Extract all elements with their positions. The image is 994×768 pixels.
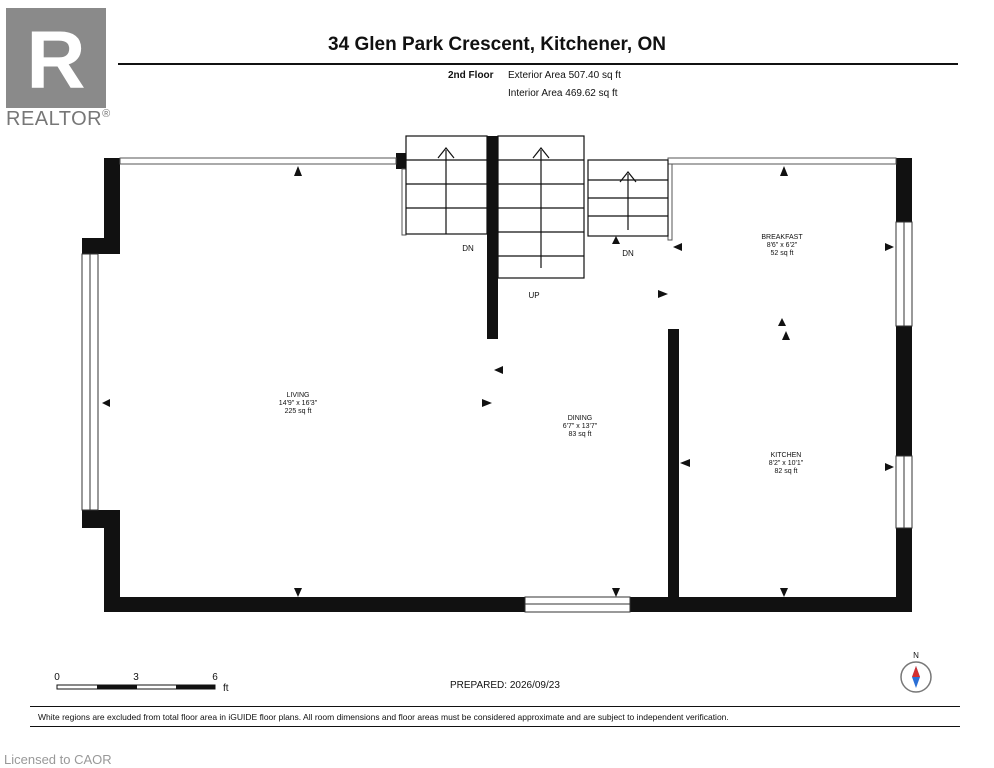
wall-stair-divider [487,136,498,339]
marker [494,366,503,374]
interior-area: Interior Area 469.62 sq ft [508,88,618,99]
marker [885,463,894,471]
wall-right-mid [896,326,912,456]
realtor-logo: R [6,8,106,108]
room-dims: 8'2" x 10'1" [769,460,804,467]
marker [612,236,620,244]
stair-up-label: UP [528,291,539,300]
staircase-right [587,159,669,237]
room-name: DINING [568,415,593,422]
wall-top-left [119,157,397,165]
scale-bar: 0 3 6 ft [54,672,229,694]
room-kitchen: KITCHEN 8'2" x 10'1" 82 sq ft [769,452,804,475]
wall-bottom-left [104,597,525,612]
wall-right-bottom [896,528,912,612]
compass-north-label: N [913,651,919,660]
wall-kitchen [668,329,679,599]
registered-mark: ® [102,108,111,120]
wall-right-top [896,158,912,222]
marker [658,290,668,298]
marker [294,166,302,176]
room-area: 225 sq ft [285,408,312,415]
staircase-left [405,135,488,235]
room-name: BREAKFAST [761,234,803,241]
marker [294,588,302,597]
scale-label-0: 0 [54,672,60,683]
prepared-date: PREPARED: 2026/09/23 [450,680,560,691]
license-text: Licensed to CAOR [4,752,112,767]
footer-divider-bottom [30,726,960,727]
windows [81,221,913,613]
marker [780,588,788,597]
room-name: KITCHEN [771,452,802,459]
wall-top-right [667,157,897,165]
room-name: LIVING [287,392,310,399]
disclaimer: White regions are excluded from total fl… [38,712,729,722]
marker [680,459,690,467]
exterior-area: Exterior Area 507.40 sq ft [508,70,621,81]
marker [673,243,682,251]
stair-down-label-right: DN [622,249,634,258]
wall-bottom-right [630,597,912,612]
room-area: 82 sq ft [775,468,798,475]
marker [780,166,788,176]
compass: N [900,651,932,693]
room-dims: 8'6" x 6'2" [767,242,798,249]
floor-label: 2nd Floor [448,70,494,81]
logo-letter: R [26,15,85,106]
marker [102,399,110,407]
staircase-middle [497,135,585,279]
room-dims: 14'9" x 16'3" [279,400,318,407]
scale-label-6: 6 [212,672,218,683]
marker [782,331,790,340]
stair-down-label-left: DN [462,244,474,253]
logo-word: REALTOR [6,108,103,130]
wall-stair-rail-left [401,168,407,236]
wall-left-lower [104,510,120,612]
marker [482,399,492,407]
logo-wordmark: REALTOR® [6,108,111,131]
room-living: LIVING 14'9" x 16'3" 225 sq ft [279,392,318,415]
marker [778,318,786,326]
thin-walls [119,157,897,241]
page-title: 34 Glen Park Crescent, Kitchener, ON [328,34,666,55]
walls [82,136,912,612]
marker [612,588,620,597]
room-dining: DINING 6'7" x 13'7" 83 sq ft [563,415,598,438]
wall-left-bump-top [82,238,120,254]
scale-label-3: 3 [133,672,139,683]
dimension-markers [102,166,894,597]
scale-unit: ft [223,683,229,694]
marker [885,243,894,251]
wall-left-upper [104,158,120,252]
title-divider [118,63,958,65]
room-breakfast: BREAKFAST 8'6" x 6'2" 52 sq ft [761,234,803,257]
wall-stair-post [396,153,406,169]
room-area: 83 sq ft [569,431,592,438]
room-dims: 6'7" x 13'7" [563,423,598,430]
room-area: 52 sq ft [771,250,794,257]
footer-divider-top [30,706,960,707]
